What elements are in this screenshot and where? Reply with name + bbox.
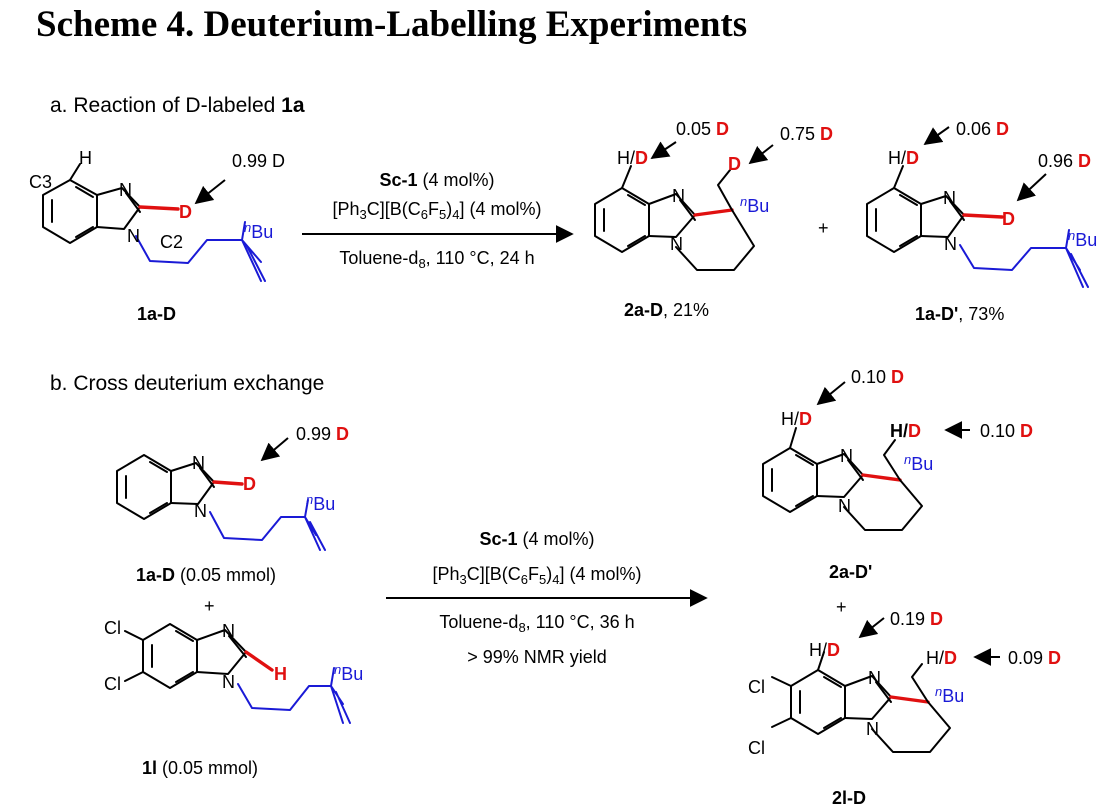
atom-N3: N xyxy=(119,180,132,200)
atom-N-2lD-2: N xyxy=(866,719,879,739)
label-d-c2-value: 0.99 D xyxy=(232,151,285,171)
reactant-1l: Cl Cl N N H nBu 1l (0.05 mmol) xyxy=(104,618,363,778)
group-nBu-1aDp: nBu xyxy=(1068,228,1097,250)
group-nBu-2aD: nBu xyxy=(740,194,769,216)
product-2a-D-prime: H/D N N H/D nBu 0.10 D 0.10 D 2a-D' xyxy=(762,367,1033,582)
plus-a: + xyxy=(818,218,829,238)
atom-Cl-1l-2: Cl xyxy=(104,674,121,694)
group-nBu-2aDp: nBu xyxy=(904,452,933,474)
atom-N-2aD-1: N xyxy=(672,186,685,206)
compound-label-1a-D-b: 1a-D (0.05 mmol) xyxy=(136,565,276,585)
atom-HD-aryl-2aDp: H/D xyxy=(781,409,812,429)
atom-D-c2: D xyxy=(179,202,192,222)
label-d-aryl-1aDp: 0.06 D xyxy=(956,119,1009,139)
product-2a-D: H/D N N D nBu 0.05 D 0.75 D 2a-D, 21% xyxy=(594,119,833,320)
atom-HD-aryl: H/D xyxy=(617,148,648,168)
compound-label-1l: 1l (0.05 mmol) xyxy=(142,758,258,778)
atom-N-1aDp-1: N xyxy=(943,188,956,208)
atom-N-2lD-1: N xyxy=(868,668,881,688)
atom-N-1aDb-2: N xyxy=(194,501,207,521)
group-nBu: nBu xyxy=(244,220,273,242)
label-C3: C3 xyxy=(29,172,52,192)
compound-label-2a-D-prime: 2a-D' xyxy=(829,562,872,582)
atom-N-1l-1: N xyxy=(222,621,235,641)
atom-D-methyl: D xyxy=(728,154,741,174)
atom-D-c2-b: D xyxy=(243,474,256,494)
atom-N-1l-2: N xyxy=(222,672,235,692)
atom-Cl-2lD-1: Cl xyxy=(748,677,765,697)
compound-label-2l-D: 2l-D xyxy=(832,788,866,808)
atom-Cl-1l-1: Cl xyxy=(104,618,121,638)
atom-Cl-2lD-2: Cl xyxy=(748,738,765,758)
label-d-aryl-2aDp: 0.10 D xyxy=(851,367,904,387)
activator-a: [Ph3C][B(C6F5)4] (4 mol%) xyxy=(333,199,542,222)
scheme-title: Scheme 4. Deuterium-Labelling Experiment… xyxy=(36,4,747,45)
nmr-yield: > 99% NMR yield xyxy=(467,647,607,667)
plus-b-right: + xyxy=(836,597,847,617)
conditions-b: Sc-1 (4 mol%) [Ph3C][B(C6F5)4] (4 mol%) … xyxy=(386,529,708,667)
compound-label-1a-D: 1a-D xyxy=(137,304,176,324)
compound-label-1a-D-prime: 1a-D', 73% xyxy=(915,304,1004,324)
label-C2: C2 xyxy=(160,232,183,252)
activator-b: [Ph3C][B(C6F5)4] (4 mol%) xyxy=(433,564,642,587)
catalyst-b: Sc-1 (4 mol%) xyxy=(479,529,594,549)
atom-HD-aryl-1aDp: H/D xyxy=(888,148,919,168)
atom-HD-aryl-2lD: H/D xyxy=(809,640,840,660)
group-nBu-1l: nBu xyxy=(334,662,363,684)
atom-N-2aDp-2: N xyxy=(838,496,851,516)
compound-label-2a-D: 2a-D, 21% xyxy=(624,300,709,320)
atom-N-1aDp-2: N xyxy=(944,234,957,254)
atom-H-c2-1l: H xyxy=(274,664,287,684)
plus-b-left: + xyxy=(204,596,215,616)
product-2l-D: H/D Cl Cl N N H/D nBu 0.19 D 0.09 D 2l-D xyxy=(748,609,1061,808)
atom-D-c2-1aDp: D xyxy=(1002,209,1015,229)
label-d-methyl-2lD: 0.09 D xyxy=(1008,648,1061,668)
reactant-1a-D-b: N N D nBu 0.99 D 1a-D (0.05 mmol) xyxy=(116,424,349,585)
reactant-1a-D: H C3 N N C2 D nBu 0.99 D 1a-D xyxy=(29,148,285,324)
atom-HD-methyl-2lD: H/D xyxy=(926,648,957,668)
solvent-a: Toluene-d8, 110 °C, 24 h xyxy=(339,248,534,271)
recovered-1a-D-prime: H/D N N D nBu 0.06 D 0.96 D 1a-D', 73% xyxy=(866,119,1097,324)
conditions-a: Sc-1 (4 mol%) [Ph3C][B(C6F5)4] (4 mol%) … xyxy=(302,170,574,271)
label-d-methyl-2aDp: 0.10 D xyxy=(980,421,1033,441)
atom-N1: N xyxy=(127,226,140,246)
group-nBu-2lD: nBu xyxy=(935,684,964,706)
atom-N-1aDb-1: N xyxy=(192,453,205,473)
atom-HD-methyl-2aDp: H/D xyxy=(890,421,921,441)
label-d-aryl-2aD: 0.05 D xyxy=(676,119,729,139)
solvent-b: Toluene-d8, 110 °C, 36 h xyxy=(439,612,634,635)
section-a-heading: a. Reaction of D-labeled 1a xyxy=(50,94,305,117)
atom-H-top: H xyxy=(79,148,92,168)
atom-N-2aDp-1: N xyxy=(840,446,853,466)
label-d-c2-b: 0.99 D xyxy=(296,424,349,444)
label-d-methyl-2aD: 0.75 D xyxy=(780,124,833,144)
section-b-heading: b. Cross deuterium exchange xyxy=(50,372,324,395)
label-d-c2-1aDp: 0.96 D xyxy=(1038,151,1091,171)
group-nBu-1aDb: nBu xyxy=(306,492,335,514)
catalyst-a: Sc-1 (4 mol%) xyxy=(379,170,494,190)
atom-N-2aD-2: N xyxy=(670,234,683,254)
label-d-aryl-2lD: 0.19 D xyxy=(890,609,943,629)
